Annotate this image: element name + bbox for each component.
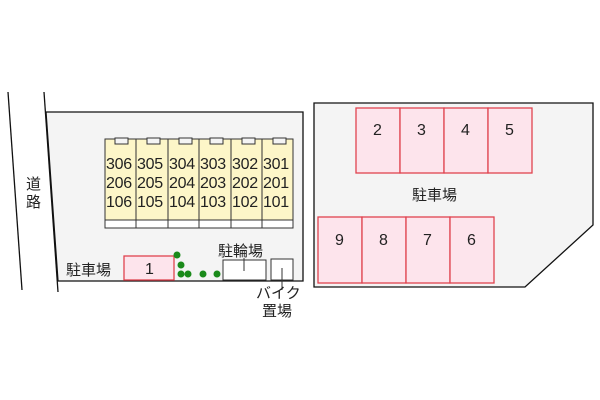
road-label-2: 路: [26, 193, 41, 211]
bike-parking-label-1: バイク: [256, 284, 301, 302]
parking-space-2: [355, 107, 401, 174]
parking-space-5: [487, 107, 533, 174]
parking-space-4: [443, 107, 489, 174]
parking-space-8: [361, 216, 407, 284]
tree-icons: [173, 251, 221, 278]
parking-space-6: [449, 216, 495, 284]
main-parking-label: 駐車場: [412, 186, 457, 204]
parking-space-1: [123, 255, 175, 281]
room-303: 303: [200, 156, 226, 173]
parking-space-4-label: 4: [461, 122, 470, 139]
apartment-building: [104, 137, 294, 229]
room-306: 306: [106, 156, 132, 173]
parking-space-9: [317, 216, 363, 284]
road-edge-left: [7, 91, 23, 291]
room-202: 202: [232, 175, 258, 192]
room-301: 301: [263, 156, 289, 173]
parking-space-9-label: 9: [335, 232, 344, 249]
room-305: 305: [137, 156, 163, 173]
parking-space-3-label: 3: [417, 122, 426, 139]
room-103: 103: [200, 194, 226, 211]
room-105: 105: [137, 194, 163, 211]
parking-row-top: [355, 107, 533, 174]
bicycle-parking-label: 駐輪場: [218, 242, 263, 260]
road-label-1: 道: [26, 175, 41, 193]
room-302: 302: [232, 156, 258, 173]
parking-space-8-label: 8: [379, 232, 388, 249]
parking-space-7-label: 7: [423, 232, 432, 249]
room-201: 201: [263, 175, 289, 192]
parking-space-2-label: 2: [373, 122, 382, 139]
room-102: 102: [232, 194, 258, 211]
room-206: 206: [106, 175, 132, 192]
bike-parking-label-2: 置場: [262, 302, 292, 320]
parking-row-bottom: [317, 216, 495, 284]
room-104: 104: [169, 194, 195, 211]
parking-space-3: [399, 107, 445, 174]
parking-space-7: [405, 216, 451, 284]
room-304: 304: [169, 156, 195, 173]
room-204: 204: [169, 175, 195, 192]
room-101: 101: [263, 194, 289, 211]
parking-space-1-label: 1: [145, 261, 154, 278]
left-parking-label: 駐車場: [66, 261, 111, 279]
room-106: 106: [106, 194, 132, 211]
room-205: 205: [137, 175, 163, 192]
room-203: 203: [200, 175, 226, 192]
parking-space-6-label: 6: [467, 232, 476, 249]
parking-space-5-label: 5: [505, 122, 514, 139]
room-numbers: 306 206 106 305 205 105 304 204 104 303 …: [106, 156, 289, 211]
